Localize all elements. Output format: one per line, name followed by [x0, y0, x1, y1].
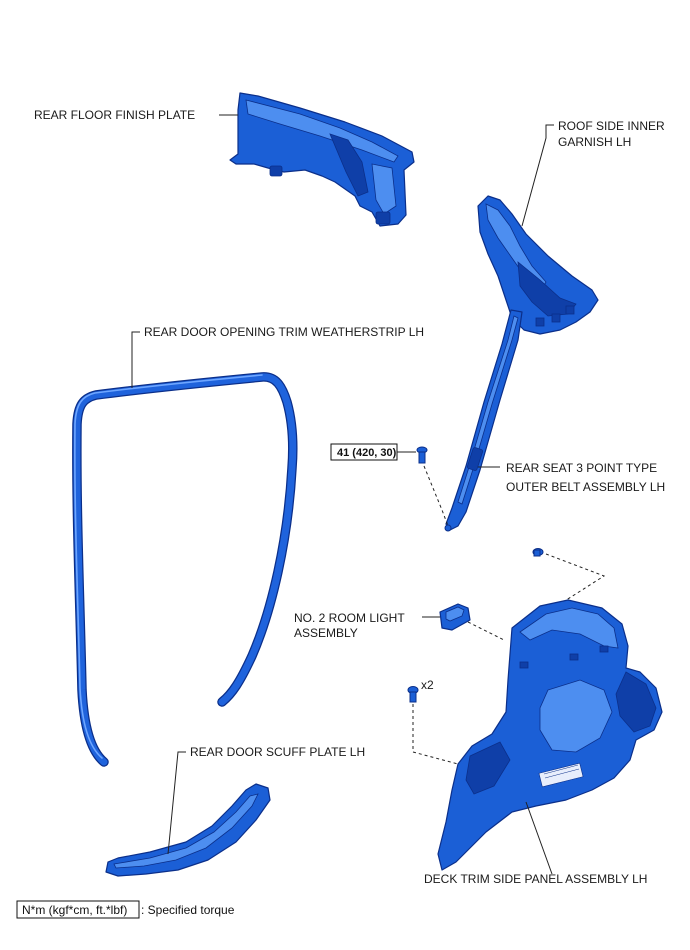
torque-spec-box: 41 (420, 30) — [330, 443, 416, 461]
torque-value: 41 (420, 30) — [337, 447, 397, 459]
roof-side-inner-garnish-part — [477, 195, 599, 335]
rear-door-scuff-plate-label: REAR DOOR SCUFF PLATE LH — [190, 745, 365, 759]
legend-units: N*m (kgf*cm, ft.*lbf) — [22, 903, 127, 917]
deck-trim-side-panel-label: DECK TRIM SIDE PANEL ASSEMBLY LH — [424, 872, 647, 886]
belt-anchor-bolt-dashline — [423, 465, 449, 527]
rear-door-scuff-plate-label-group: REAR DOOR SCUFF PLATE LH — [167, 745, 365, 855]
rear-floor-finish-plate-part — [229, 92, 415, 227]
rear-door-scuff-plate-part — [105, 783, 271, 877]
rear-door-opening-trim-label-group: REAR DOOR OPENING TRIM WEATHERSTRIP LH — [131, 325, 424, 388]
no2-room-light-dashline — [467, 621, 505, 641]
rear-door-opening-trim-label: REAR DOOR OPENING TRIM WEATHERSTRIP LH — [144, 325, 424, 339]
deck-trim-side-panel-leader — [525, 801, 553, 875]
deck-trim-side-panel-label-group: DECK TRIM SIDE PANEL ASSEMBLY LH — [424, 801, 647, 886]
no2-room-light-label-line1: NO. 2 ROOM LIGHT — [294, 611, 405, 625]
rear-seat-belt-label-line1: REAR SEAT 3 POINT TYPE — [506, 461, 657, 475]
roof-side-inner-garnish-label-line1: ROOF SIDE INNER — [558, 119, 665, 133]
rear-door-opening-trim-part — [72, 372, 298, 767]
rear-seat-belt-label-line2: OUTER BELT ASSEMBLY LH — [506, 480, 665, 494]
legend: N*m (kgf*cm, ft.*lbf) : Specified torque — [16, 900, 235, 919]
no2-room-light-part — [439, 603, 505, 641]
belt-anchor-bolt — [416, 446, 449, 527]
deck-panel-clip-dashline — [412, 704, 459, 765]
rear-floor-finish-plate-label: REAR FLOOR FINISH PLATE — [34, 108, 195, 122]
no2-room-light-label-group: NO. 2 ROOM LIGHT ASSEMBLY — [294, 611, 440, 640]
rear-door-opening-trim-leader — [131, 331, 140, 388]
rear-seat-belt-part — [444, 309, 523, 532]
rear-seat-belt-label-group: REAR SEAT 3 POINT TYPE OUTER BELT ASSEMB… — [478, 461, 665, 494]
deck-trim-side-panel-part — [437, 599, 663, 871]
no2-room-light-label-line2: ASSEMBLY — [294, 626, 358, 640]
rear-floor-finish-plate-label-group: REAR FLOOR FINISH PLATE — [34, 108, 238, 122]
clip-quantity: x2 — [421, 678, 434, 692]
legend-description: : Specified torque — [141, 903, 235, 917]
roof-side-inner-garnish-label-group: ROOF SIDE INNER GARNISH LH — [521, 119, 665, 227]
deck-panel-clip-x2: x2 — [407, 678, 459, 765]
rear-door-scuff-plate-leader — [167, 751, 186, 855]
roof-side-inner-garnish-label-line2: GARNISH LH — [558, 135, 631, 149]
roof-side-inner-garnish-leader — [521, 124, 554, 227]
